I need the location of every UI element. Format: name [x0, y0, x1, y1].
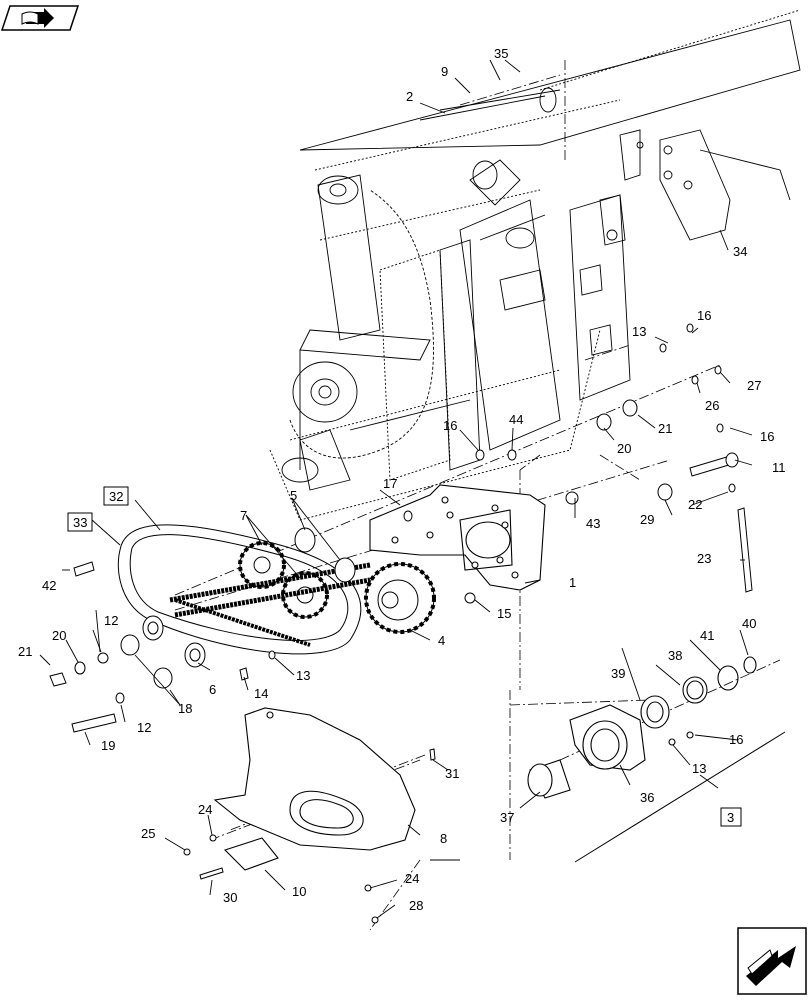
- callout-7: 7: [240, 508, 247, 523]
- callout-42: 42: [42, 578, 56, 593]
- callout-13-top: 13: [632, 324, 646, 339]
- mounting-plate: [369, 484, 546, 591]
- callout-20-right: 20: [617, 441, 631, 456]
- callout-35: 35: [494, 46, 508, 61]
- callout-36: 36: [640, 790, 654, 805]
- hardware-left: [49, 449, 579, 733]
- boxed-callout-33: 33: [73, 515, 87, 530]
- callout-12-top: 12: [104, 613, 118, 628]
- callout-29: 29: [640, 512, 654, 527]
- callout-43: 43: [586, 516, 600, 531]
- callout-27: 27: [747, 378, 761, 393]
- book-arrow-icon[interactable]: [0, 5, 80, 31]
- callout-16-top: 16: [697, 308, 711, 323]
- callout-4: 4: [438, 633, 445, 648]
- callout-41: 41: [700, 628, 714, 643]
- callout-24-bottom: 24: [405, 871, 419, 886]
- callout-18: 18: [178, 701, 192, 716]
- callout-13-mid: 13: [296, 668, 310, 683]
- callout-39: 39: [611, 666, 625, 681]
- callout-22: 22: [688, 497, 702, 512]
- callout-38: 38: [668, 648, 682, 663]
- boxed-callouts: 32 33 34 3: [67, 244, 747, 827]
- callout-15: 15: [497, 606, 511, 621]
- callout-31: 31: [445, 766, 459, 781]
- callout-16-bottom: 16: [729, 732, 743, 747]
- callout-44: 44: [509, 412, 523, 427]
- callout-30: 30: [223, 890, 237, 905]
- next-page-arrow-icon[interactable]: [737, 927, 807, 995]
- callout-34-text: 34: [733, 244, 747, 259]
- chain-guard: [213, 707, 416, 871]
- callout-26: 26: [705, 398, 719, 413]
- boxed-callout-3: 3: [727, 810, 734, 825]
- main-frame-drawing: [269, 9, 801, 521]
- callout-20-left: 20: [52, 628, 66, 643]
- callout-13-bottom: 13: [692, 761, 706, 776]
- assembly-bracket-lines: [430, 731, 786, 863]
- callout-14: 14: [254, 686, 268, 701]
- hardware-right: [183, 323, 753, 924]
- callout-16-mid: 16: [760, 429, 774, 444]
- callout-12-bottom: 12: [137, 720, 151, 735]
- boxed-callout-32: 32: [109, 489, 123, 504]
- callout-23: 23: [697, 551, 711, 566]
- callouts: 35 9 2 13 16 27 26 21 20 16 11 16 44 17 …: [18, 46, 786, 913]
- callout-21-right: 21: [658, 421, 672, 436]
- callout-2: 2: [406, 89, 413, 104]
- callout-37: 37: [500, 810, 514, 825]
- large-sprocket: [364, 562, 436, 634]
- callout-8: 8: [440, 831, 447, 846]
- callout-19: 19: [101, 738, 115, 753]
- callout-6: 6: [209, 682, 216, 697]
- bearing-housing-assembly: [527, 656, 757, 799]
- callout-24-top: 24: [198, 802, 212, 817]
- callout-1: 1: [569, 575, 576, 590]
- callout-28: 28: [409, 898, 423, 913]
- callout-11: 11: [772, 460, 786, 475]
- callout-10: 10: [292, 884, 306, 899]
- callout-5: 5: [290, 488, 297, 503]
- small-sprocket-pair: [238, 541, 329, 619]
- callout-25: 25: [141, 826, 155, 841]
- callout-40: 40: [742, 616, 756, 631]
- callout-21-left: 21: [18, 644, 32, 659]
- callout-9: 9: [441, 64, 448, 79]
- callout-17: 17: [383, 476, 397, 491]
- callout-16-left: 16: [443, 418, 457, 433]
- leader-lines: [39, 59, 753, 919]
